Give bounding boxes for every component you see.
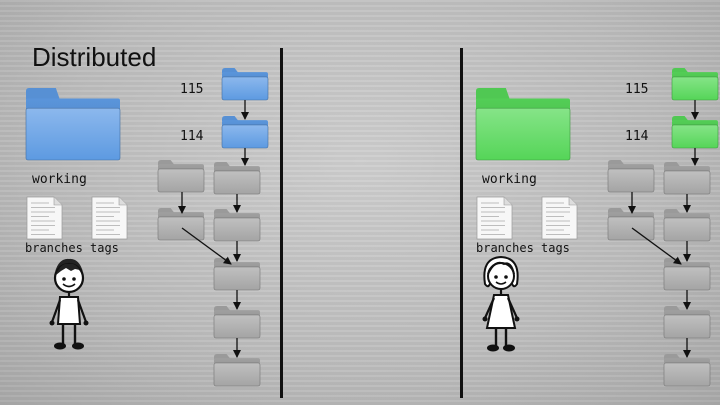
revision-folder-icon (221, 68, 269, 101)
repository-folder-icon (213, 354, 261, 387)
repository-folder-icon (213, 209, 261, 242)
repository-folder-icon (213, 162, 261, 195)
right-revision-115-label: 115 (625, 82, 649, 97)
working-copy-folder-icon (25, 88, 121, 161)
history-arrow (631, 227, 682, 265)
left-revision-114-label: 114 (180, 129, 204, 144)
left-tags-label: tags (90, 241, 119, 255)
right-revision-114-label: 114 (625, 129, 649, 144)
right-branches-label: branches (476, 241, 534, 255)
left-revision-115-label: 115 (180, 82, 204, 97)
repository-folder-icon (663, 306, 711, 339)
repository-folder-icon (663, 354, 711, 387)
boy-stick-figure-icon (49, 258, 89, 350)
working-copy-folder-icon (475, 88, 571, 161)
branch-folder-icon (607, 208, 655, 241)
repository-folder-icon (663, 258, 711, 291)
section-divider (280, 48, 283, 398)
document-icon (91, 196, 128, 240)
revision-folder-icon (221, 116, 269, 149)
document-icon (476, 196, 513, 240)
right-working-label: working (482, 172, 537, 187)
girl-stick-figure-icon (482, 255, 520, 352)
document-icon (541, 196, 578, 240)
branch-folder-icon (607, 160, 655, 193)
branch-folder-icon (157, 160, 205, 193)
branch-folder-icon (157, 208, 205, 241)
repository-folder-icon (663, 209, 711, 242)
repository-folder-icon (213, 258, 261, 291)
section-divider (460, 48, 463, 398)
revision-folder-icon (671, 116, 719, 149)
left-working-label: working (32, 172, 87, 187)
slide-title: Distributed (32, 42, 157, 72)
left-branches-label: branches (25, 241, 83, 255)
repository-folder-icon (213, 306, 261, 339)
revision-folder-icon (671, 68, 719, 101)
repository-folder-icon (663, 162, 711, 195)
document-icon (26, 196, 63, 240)
right-tags-label: tags (541, 241, 570, 255)
history-arrow (181, 227, 232, 265)
